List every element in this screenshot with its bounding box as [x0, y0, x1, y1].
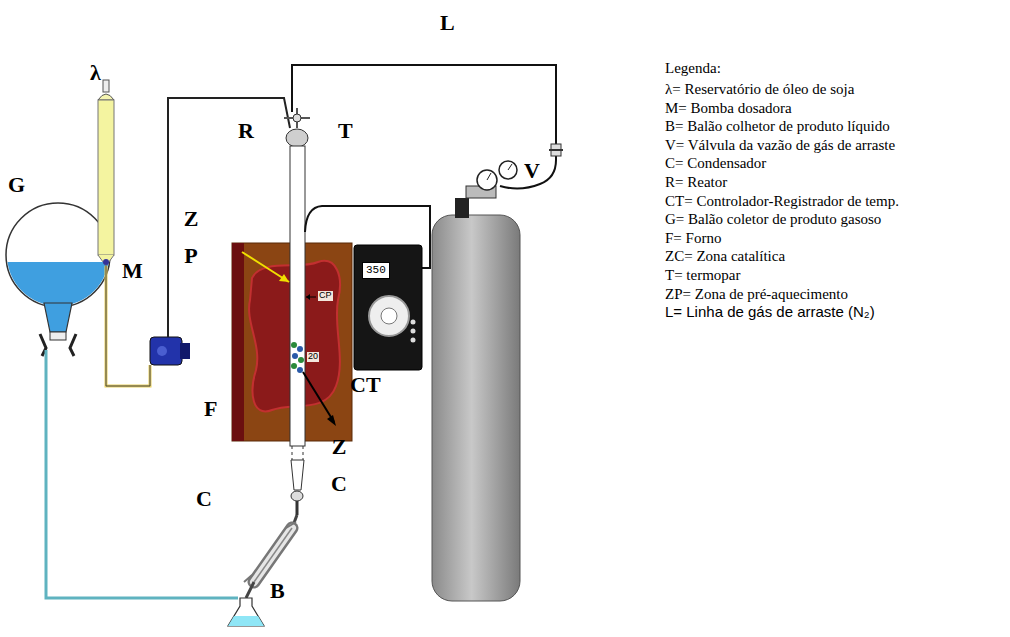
legend-text: T= termopar — [665, 267, 741, 283]
legend-entry: CT= Controlador-Registrador de temp. — [665, 192, 899, 210]
legend-text: R= Reator — [665, 174, 727, 190]
part-label: T — [338, 118, 353, 143]
legend-text: V= Válvula da vazão de gás de arraste — [665, 137, 895, 153]
zc-leader-head — [327, 415, 336, 426]
part-label: M — [122, 258, 143, 283]
part-label: CP — [318, 291, 333, 301]
display-screen: 350 — [362, 262, 390, 279]
legend-text: G= Balão coletor de produto gasoso — [665, 211, 881, 227]
oil-feed-line — [106, 266, 150, 386]
legend-text: F= Forno — [665, 230, 721, 246]
legend-entry: C= Condensador — [665, 154, 766, 172]
cp-pointer-head — [306, 294, 310, 300]
preheat-pointer — [242, 252, 289, 282]
reactor — [284, 108, 310, 515]
legend-entry: M= Bomba dosadora — [665, 99, 792, 117]
flow-valve — [549, 144, 563, 156]
part-label: G — [8, 172, 25, 197]
legend-entry: ZC= Zona catalítica — [665, 247, 785, 265]
legend-entry: λ= Reservatório de óleo de soja — [665, 80, 854, 98]
legend-text: M= Bomba dosadora — [665, 100, 792, 116]
legend-text: ZP= Zona de pré-aquecimento — [665, 286, 848, 302]
part-label: R — [238, 118, 254, 143]
legend-entry: R= Reator — [665, 173, 727, 191]
temperature-controller — [354, 245, 422, 370]
legend-entry: ZP= Zona de pré-aquecimento — [665, 285, 848, 303]
part-label: 20 — [307, 352, 319, 362]
legend-text: L= Linha de gás de arraste (N₂) — [665, 303, 875, 320]
part-label: L — [440, 10, 455, 35]
legend-entry: V= Válvula da vazão de gás de arraste — [665, 136, 895, 154]
legend-entry: F= Forno — [665, 229, 721, 247]
legend-entry: G= Balão coletor de produto gasoso — [665, 210, 881, 228]
part-label: B — [270, 578, 285, 603]
display-reading: 350 — [366, 264, 386, 276]
oil-feed-line-edge — [106, 266, 150, 386]
part-label: CT — [350, 372, 381, 397]
zc-leader — [303, 372, 334, 422]
gas-cylinder — [432, 161, 520, 601]
legend-entry: L= Linha de gás de arraste (N₂) — [665, 303, 875, 321]
legend-text: B= Balão colhetor de produto líquido — [665, 118, 890, 134]
part-label: λ — [90, 60, 101, 85]
part-label: F — [204, 396, 217, 421]
legend-text: λ= Reservatório de óleo de soja — [665, 81, 854, 97]
carrier-gas-line — [292, 65, 556, 189]
oil-reservoir — [98, 80, 114, 266]
part-label: V — [524, 158, 540, 183]
part-label: C — [196, 486, 212, 511]
legend-text: CT= Controlador-Registrador de temp. — [665, 193, 899, 209]
dosing-pump — [150, 337, 190, 365]
legend-heading: Legenda: — [665, 60, 721, 77]
legend-text: ZC= Zona catalítica — [665, 248, 785, 264]
legend-entry: T= termopar — [665, 266, 741, 284]
part-label: Z P — [180, 200, 202, 275]
liquid-flask — [228, 598, 264, 626]
part-label: Z C — [328, 428, 350, 503]
legend-text: C= Condensador — [665, 155, 766, 171]
legend-entry: B= Balão colhetor de produto líquido — [665, 117, 890, 135]
preheat-pointer-head — [279, 274, 289, 282]
